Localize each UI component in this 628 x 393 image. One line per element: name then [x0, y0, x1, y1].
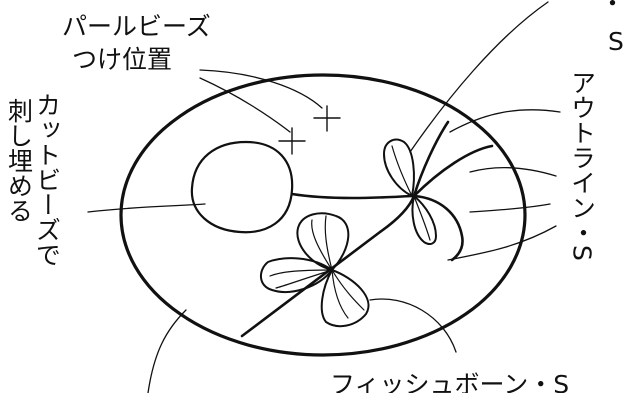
leaf-lower — [411, 195, 437, 245]
oval-frame — [119, 73, 527, 357]
fishbone-leader-line — [369, 298, 457, 353]
pearl-bead-label-line1: パールビーズ — [62, 12, 211, 41]
bottom-left-leader-line — [147, 309, 187, 393]
lower-curl-branch — [412, 194, 464, 262]
fishbone-stitch-label: フィッシュボーン・S — [330, 370, 569, 393]
pearl-leader-line-1 — [199, 69, 323, 109]
outline-leader-line-4 — [447, 225, 557, 261]
outline-leader-line-3 — [469, 203, 551, 213]
cut-bead-leader-line — [87, 203, 206, 213]
top-right-s: S — [608, 27, 624, 56]
clover-petal-bottom — [320, 269, 370, 328]
cut-bead-label-col1: カットビーズで — [33, 92, 62, 267]
upper-branch — [412, 120, 450, 198]
pearl-bead-cross-2 — [278, 127, 306, 155]
outline-leader-line-2 — [469, 166, 557, 177]
cut-bead-circle — [190, 140, 294, 234]
outline-stitch-label: アウトライン・S — [568, 70, 597, 261]
top-right-dot: ・ — [600, 0, 625, 18]
diagonal-stem — [240, 144, 494, 338]
pearl-bead-cross-1 — [313, 105, 341, 132]
cut-bead-label-col2: 刺し埋める — [5, 98, 34, 223]
pearl-bead-label-line2: つけ位置 — [72, 45, 172, 74]
clover-petal-left — [260, 257, 333, 293]
leaf-top — [383, 138, 415, 197]
pearl-leader-line-2 — [199, 77, 291, 133]
top-right-leader-line — [409, 1, 549, 153]
clover-petal-top — [296, 212, 350, 271]
horizontal-stem — [290, 192, 414, 200]
outline-leader-line-1 — [449, 109, 561, 133]
